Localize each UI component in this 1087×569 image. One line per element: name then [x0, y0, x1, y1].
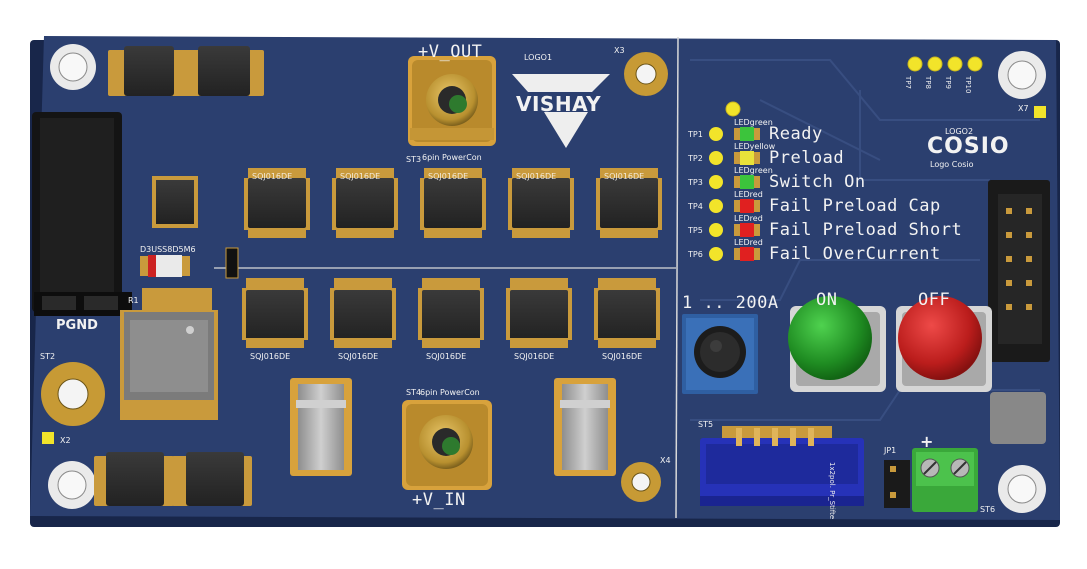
mosfet-label: SQJ016DE [428, 172, 469, 181]
terminal-st6 [912, 448, 978, 512]
led-ref: LEDred [734, 190, 763, 199]
led-label-fail-preload-short: Fail Preload Short [769, 220, 963, 240]
led-ref: LEDgreen [734, 166, 773, 175]
diode-d3 [140, 247, 239, 279]
label-off: OFF [918, 290, 951, 310]
tp-label: TP6 [688, 250, 703, 259]
mosfet-label: SQJ016DE [338, 352, 379, 361]
label-jp1-desc: 1x2pol. Pr_Stifte [828, 462, 836, 520]
label-powercon-out: 6pin PowerCon [422, 153, 482, 162]
label-x3: X3 [614, 46, 625, 55]
led-ref: LEDred [734, 238, 763, 247]
label-d3: D3USS8D5M6 [140, 245, 196, 254]
mosfet-row-top [244, 168, 662, 238]
led-column [709, 127, 760, 261]
mosfet-label: SQJ016DE [514, 352, 555, 361]
label-v-in: +V_IN [412, 490, 466, 510]
label-range: 1 .. 200A [682, 293, 779, 313]
vishay-text: VISHAY [516, 92, 602, 116]
tp-label: TP5 [688, 226, 703, 235]
cosio-logo: COSIO [927, 134, 1010, 159]
tp-label: TP2 [688, 154, 703, 163]
mosfet-label: SQJ016DE [516, 172, 557, 181]
label-r1: R1 [128, 296, 139, 305]
gold-ring-x4 [621, 462, 661, 502]
label-logo2: LOGO2 [945, 127, 974, 136]
led-label-fail-overcurrent: Fail OverCurrent [769, 244, 941, 264]
mosfet-label: SQJ016DE [604, 172, 645, 181]
label-st3: ST3 [406, 155, 422, 164]
diode-pair-top [108, 46, 264, 96]
gold-ring-st2 [41, 362, 105, 426]
mosfet-label: SQJ016DE [426, 352, 467, 361]
tp-label: TP4 [688, 202, 703, 211]
tp-label-top: TP9 [944, 76, 952, 89]
label-plus: + [920, 432, 934, 451]
label-on: ON [816, 290, 838, 310]
small-ic [152, 176, 198, 228]
powercon-in [402, 400, 492, 490]
tp-label: TP1 [688, 130, 703, 139]
label-jp1: JP1 [884, 446, 897, 455]
diode-pair-bottom [94, 452, 252, 506]
tp-label-top: TP10 [964, 76, 972, 94]
label-st2: ST2 [40, 352, 56, 361]
led-label-ready: Ready [769, 124, 823, 144]
led-ref: LEDgreen [734, 118, 773, 127]
tp-label-top: TP7 [904, 76, 912, 89]
pin-header [988, 180, 1050, 362]
mosfet-label: SQJ016DE [250, 352, 291, 361]
label-v-out: +V_OUT [418, 42, 483, 62]
jumper-jp1 [884, 460, 910, 508]
led-ref: LEDyellow [734, 142, 776, 151]
label-x2: X2 [60, 436, 71, 445]
gold-ring-x3 [624, 52, 668, 96]
label-st6: ST6 [980, 505, 996, 514]
label-x7: X7 [1018, 104, 1029, 113]
power-connector-left [32, 112, 132, 316]
off-button [896, 296, 992, 392]
vishay-logo [512, 74, 610, 148]
mounting-hole [48, 461, 96, 509]
powercon-out [408, 56, 496, 146]
top-testpoints [42, 56, 1046, 444]
label-logo-cosio: Logo Cosio [930, 160, 974, 169]
shunt-right [554, 378, 616, 476]
mounting-hole [998, 465, 1046, 513]
mosfet-label: SQJ016DE [602, 352, 643, 361]
label-st5: ST5 [698, 420, 714, 429]
resistor-r1 [120, 288, 218, 420]
connector-st5 [700, 426, 864, 506]
potentiometer [682, 314, 758, 394]
mosfet-label: SQJ016DE [340, 172, 381, 181]
label-st4: ST4 [406, 388, 422, 397]
metal-block [990, 392, 1046, 444]
mosfet-label: SQJ016DE [252, 172, 293, 181]
label-x4: X4 [660, 456, 671, 465]
tp-label-top: TP8 [924, 76, 932, 89]
label-powercon-in: 6pin PowerCon [420, 388, 480, 397]
mounting-hole [998, 51, 1046, 99]
led-ref: LEDred [734, 214, 763, 223]
shunt-left [290, 378, 352, 476]
led-label-switch-on: Switch On [769, 172, 866, 192]
mounting-hole [50, 44, 96, 90]
tp-label: TP3 [688, 178, 703, 187]
mosfet-row-bottom [242, 278, 660, 348]
label-logo1: LOGO1 [524, 53, 553, 62]
on-button [788, 296, 886, 392]
led-label-preload: Preload [769, 148, 845, 168]
label-pgnd: PGND [56, 318, 98, 333]
led-label-fail-preload-cap: Fail Preload Cap [769, 196, 941, 216]
